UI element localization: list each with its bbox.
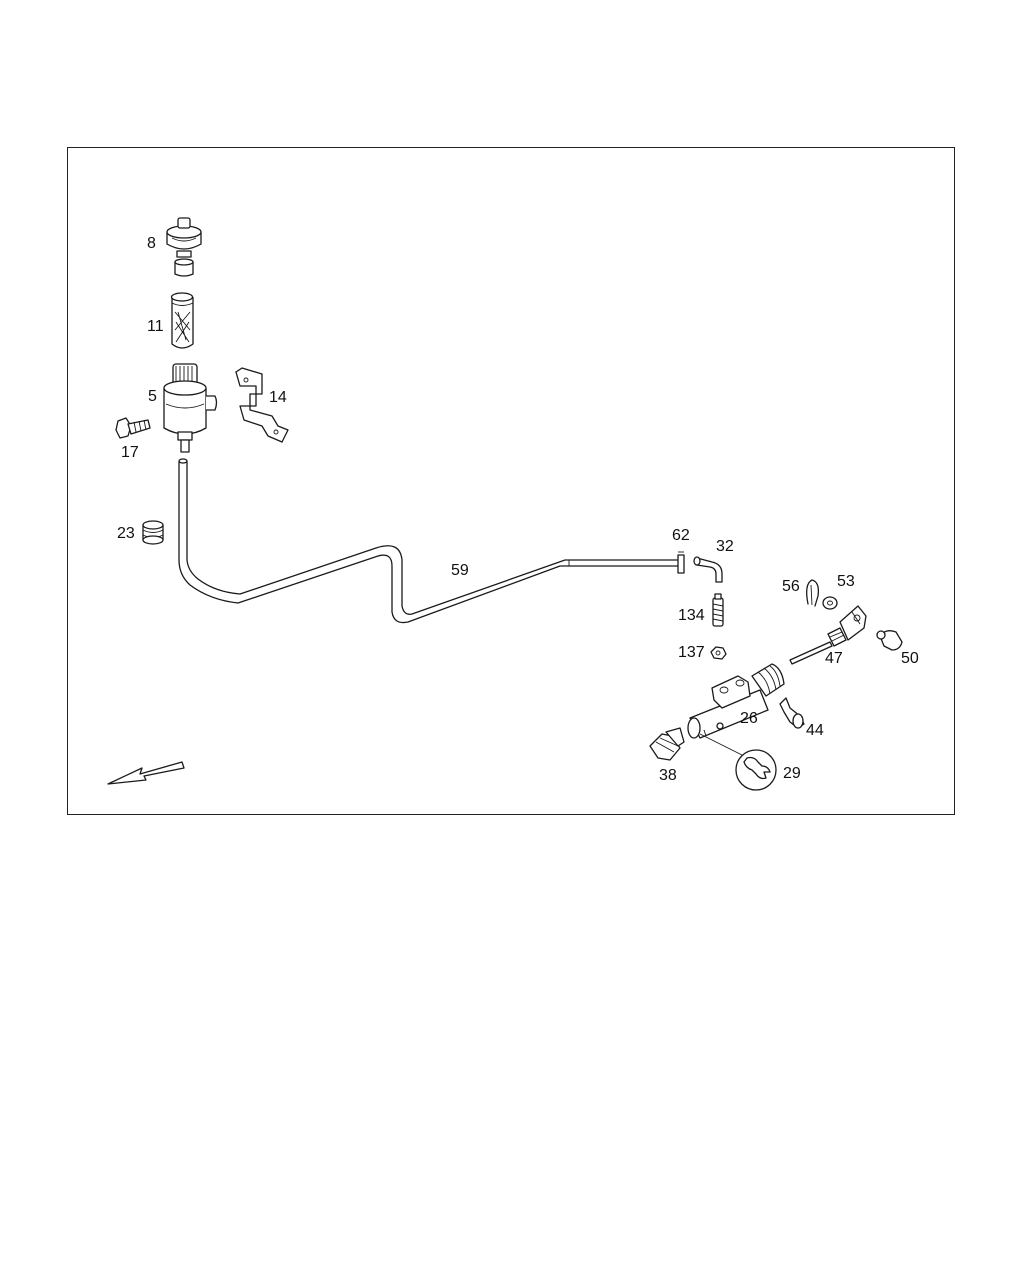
part-38-fitting	[649, 727, 685, 761]
label-part-56: 56	[782, 578, 800, 595]
label-part-47: 47	[825, 650, 843, 667]
part-23-spring	[142, 520, 164, 545]
part-14-bracket	[235, 367, 289, 443]
part-47-push-rod	[789, 605, 867, 665]
part-29-wrench-icon	[699, 733, 777, 791]
label-part-11: 11	[147, 318, 164, 335]
part-134-adapter	[712, 593, 724, 627]
label-part-26: 26	[740, 710, 758, 727]
label-part-53: 53	[837, 573, 855, 590]
label-part-8: 8	[147, 235, 156, 252]
label-part-38: 38	[659, 767, 677, 784]
part-50-plug	[876, 630, 903, 651]
label-part-137: 137	[678, 644, 705, 661]
part-8-cap	[166, 217, 202, 277]
part-137-nut	[710, 646, 727, 660]
part-11-filter	[170, 292, 194, 349]
part-32-fitting	[693, 556, 723, 583]
part-56-cotter-pin	[806, 579, 820, 607]
part-5-reservoir	[163, 363, 218, 453]
label-part-32: 32	[716, 538, 734, 555]
part-59-hose	[178, 458, 679, 624]
part-44-bolt	[779, 697, 805, 729]
label-part-50: 50	[901, 650, 919, 667]
label-part-5: 5	[148, 388, 157, 405]
label-part-44: 44	[806, 722, 824, 739]
label-part-29: 29	[783, 765, 801, 782]
label-part-17: 17	[121, 444, 139, 461]
part-62-clamp	[677, 551, 685, 574]
label-part-23: 23	[117, 525, 135, 542]
label-part-14: 14	[269, 389, 287, 406]
diagram-frame	[67, 147, 955, 815]
label-part-62: 62	[672, 527, 690, 544]
part-26-master-cylinder	[687, 663, 785, 739]
label-part-134: 134	[678, 607, 705, 624]
direction-arrow-icon	[107, 761, 185, 785]
label-part-59: 59	[451, 562, 469, 579]
part-17-bolt	[115, 417, 151, 439]
part-53-washer	[822, 596, 838, 610]
